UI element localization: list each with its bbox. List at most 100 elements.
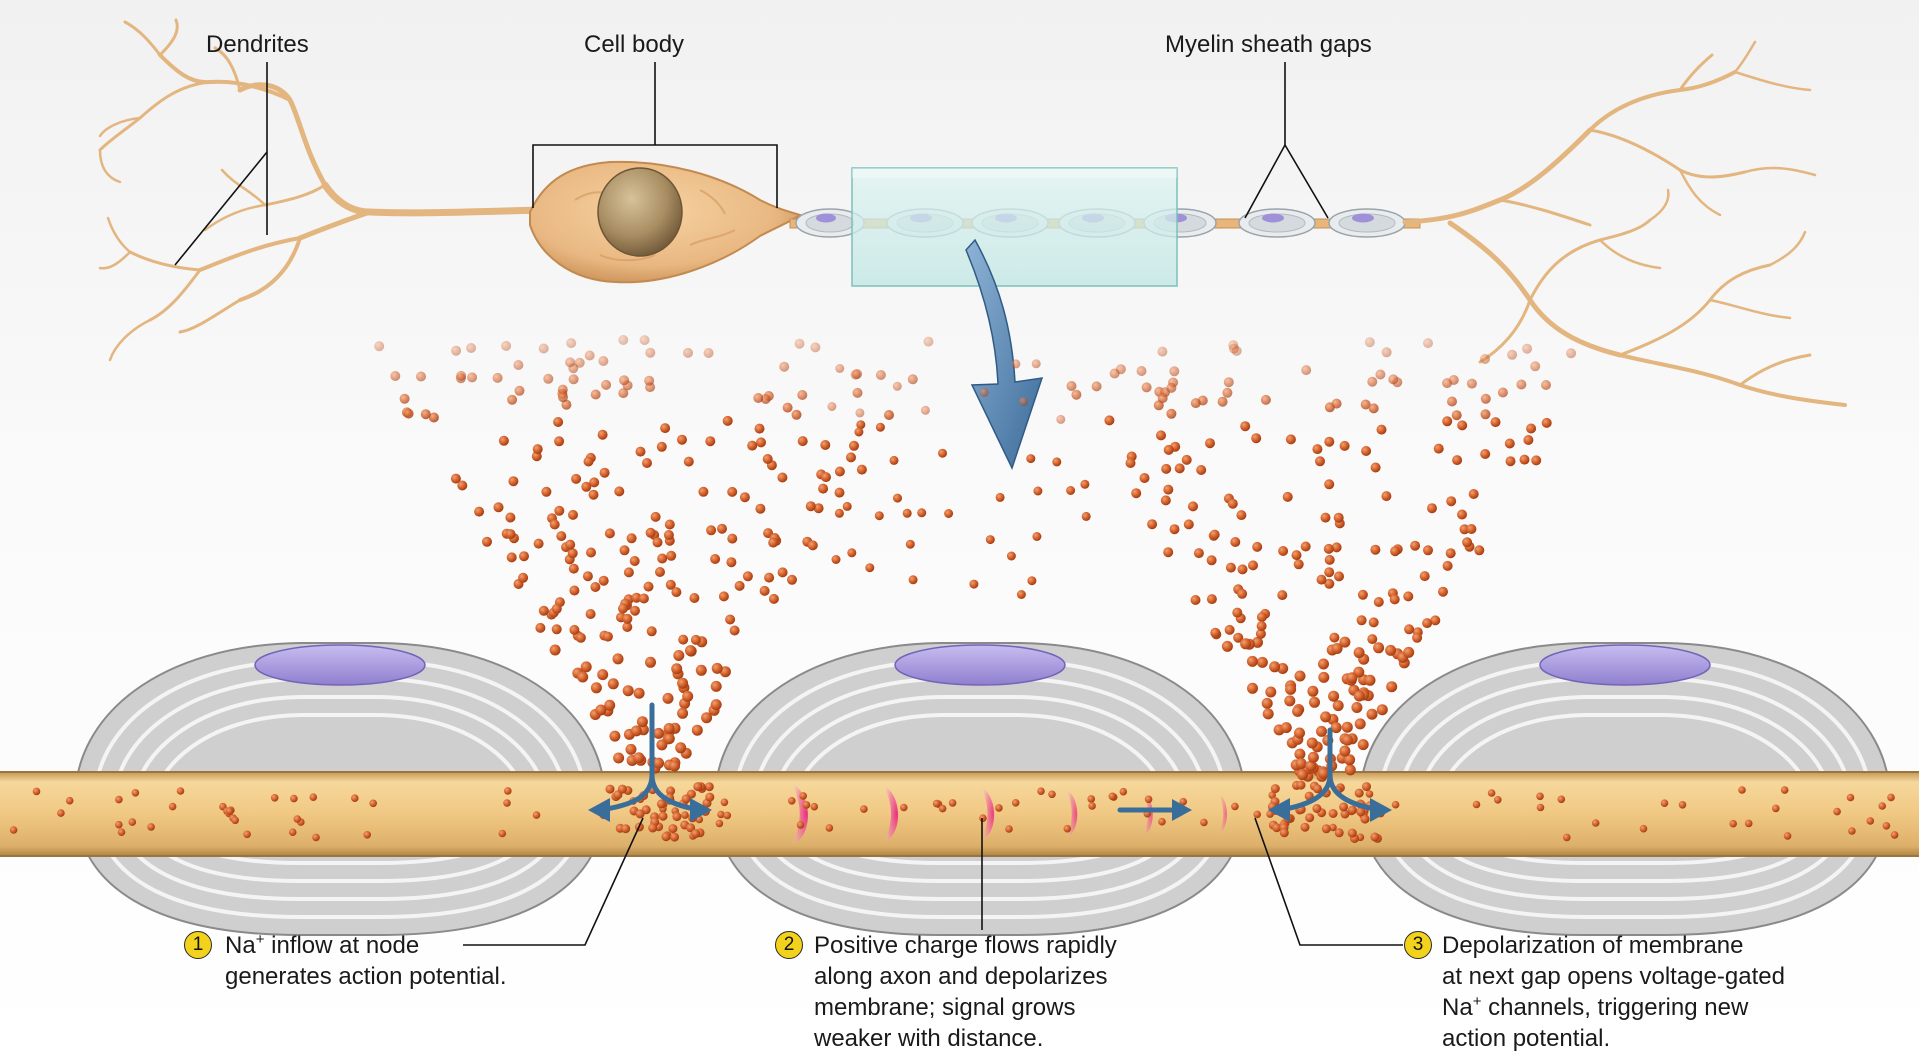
sodium-ion xyxy=(1783,832,1792,840)
sodium-ion xyxy=(551,624,562,635)
sodium-ion xyxy=(742,571,753,582)
sodium-ion xyxy=(1280,722,1292,734)
sodium-ion xyxy=(701,712,713,724)
sodium-ion xyxy=(1223,377,1234,388)
sodium-ion xyxy=(791,409,802,420)
sodium-ion xyxy=(1278,546,1289,556)
sodium-ion xyxy=(1639,824,1648,833)
sodium-ion xyxy=(1163,547,1174,558)
sodium-ion xyxy=(1523,435,1534,445)
sodium-ion xyxy=(595,704,607,716)
step-2-line-1: Positive charge flows rapidly xyxy=(814,932,1117,959)
sodium-ion xyxy=(1433,443,1444,454)
sodium-ion xyxy=(1305,813,1315,823)
sodium-ion xyxy=(1312,804,1322,813)
top-leader-lines xyxy=(174,62,1329,266)
sodium-ion xyxy=(506,552,517,563)
sodium-ion xyxy=(614,486,625,497)
sodium-ion xyxy=(681,811,689,819)
sodium-ion xyxy=(995,804,1003,812)
sodium-ion xyxy=(675,742,687,754)
sodium-ion xyxy=(1181,454,1192,465)
sodium-ion xyxy=(1174,463,1185,474)
sodium-ion xyxy=(575,632,586,643)
sodium-ion xyxy=(1334,571,1344,582)
sodium-ion xyxy=(1291,550,1302,561)
sodium-ion xyxy=(1016,590,1026,599)
sodium-ion xyxy=(969,579,979,589)
sodium-ion xyxy=(1252,636,1263,648)
sodium-ion xyxy=(658,811,668,821)
sodium-ion xyxy=(168,802,177,811)
sodium-ion xyxy=(655,567,665,577)
sodium-ion xyxy=(1419,571,1430,582)
sodium-ion xyxy=(670,832,679,842)
bottom-leader-lines xyxy=(463,817,1403,946)
sodium-ion xyxy=(1356,807,1366,817)
arrow-heads xyxy=(588,798,1392,822)
sodium-ion xyxy=(1163,444,1174,455)
sodium-ion xyxy=(782,402,793,413)
sodium-ion xyxy=(805,501,816,512)
sodium-ion xyxy=(597,669,609,681)
sodium-ion xyxy=(1005,825,1013,833)
sodium-ion xyxy=(1328,809,1338,818)
sodium-ion xyxy=(727,486,738,497)
sodium-ion xyxy=(1480,393,1491,404)
sodium-ion xyxy=(683,456,694,467)
sodium-ion xyxy=(351,794,359,802)
sodium-ion xyxy=(1365,790,1374,798)
sodium-ion xyxy=(1866,817,1875,825)
sodium-ion xyxy=(363,831,372,839)
sodium-ion xyxy=(541,486,552,497)
sodium-ion xyxy=(1158,817,1166,826)
sodium-ion xyxy=(852,387,863,398)
sodium-ion xyxy=(834,466,845,477)
zoom-highlight-box xyxy=(851,167,1178,287)
sodium-ion xyxy=(1410,540,1421,551)
sodium-ion xyxy=(727,533,738,544)
sodium-ion xyxy=(574,357,585,368)
sodium-ion xyxy=(1403,646,1415,658)
sodium-ion xyxy=(1183,519,1194,530)
sodium-ion xyxy=(710,699,722,711)
sodium-ion xyxy=(938,804,947,813)
sodium-ion xyxy=(466,343,477,353)
sodium-ion xyxy=(420,409,431,420)
sodium-ion xyxy=(556,531,567,542)
sodium-ion xyxy=(1457,509,1467,520)
sodium-ion xyxy=(1357,739,1369,751)
sodium-ion xyxy=(1309,696,1320,708)
sodium-ion xyxy=(1362,782,1371,792)
sodium-ion xyxy=(1744,819,1753,828)
sodium-ion xyxy=(590,682,602,694)
sodium-ion xyxy=(777,472,788,483)
sodium-ion xyxy=(1466,378,1477,389)
sodium-ion xyxy=(787,574,797,585)
sodium-ion xyxy=(504,787,512,795)
sodium-ion xyxy=(907,374,918,385)
sodium-ion xyxy=(1772,804,1780,813)
sodium-ion xyxy=(1277,590,1288,601)
sodium-ion xyxy=(677,677,689,689)
sodium-ion xyxy=(852,369,863,379)
sodium-ion xyxy=(810,802,819,811)
sodium-ion xyxy=(788,797,796,805)
sodium-ion xyxy=(551,603,562,614)
sodium-ion xyxy=(586,547,596,558)
sodium-ion xyxy=(753,393,764,403)
sodium-ion xyxy=(671,587,682,598)
sodium-ion xyxy=(571,473,582,484)
sodium-ion xyxy=(1331,542,1342,553)
sodium-ion xyxy=(1541,380,1551,390)
sodium-ion xyxy=(656,739,668,751)
sodium-ion xyxy=(1316,574,1327,585)
sodium-ion xyxy=(706,525,717,536)
sodium-ion xyxy=(569,624,580,635)
sodium-ion xyxy=(1231,802,1239,811)
step-1-text: Na+ inflow at node generates action pote… xyxy=(225,930,507,992)
sodium-ion xyxy=(893,493,902,503)
sodium-ion xyxy=(834,487,845,498)
sodium-ion xyxy=(505,529,516,540)
sodium-ion xyxy=(682,690,694,702)
